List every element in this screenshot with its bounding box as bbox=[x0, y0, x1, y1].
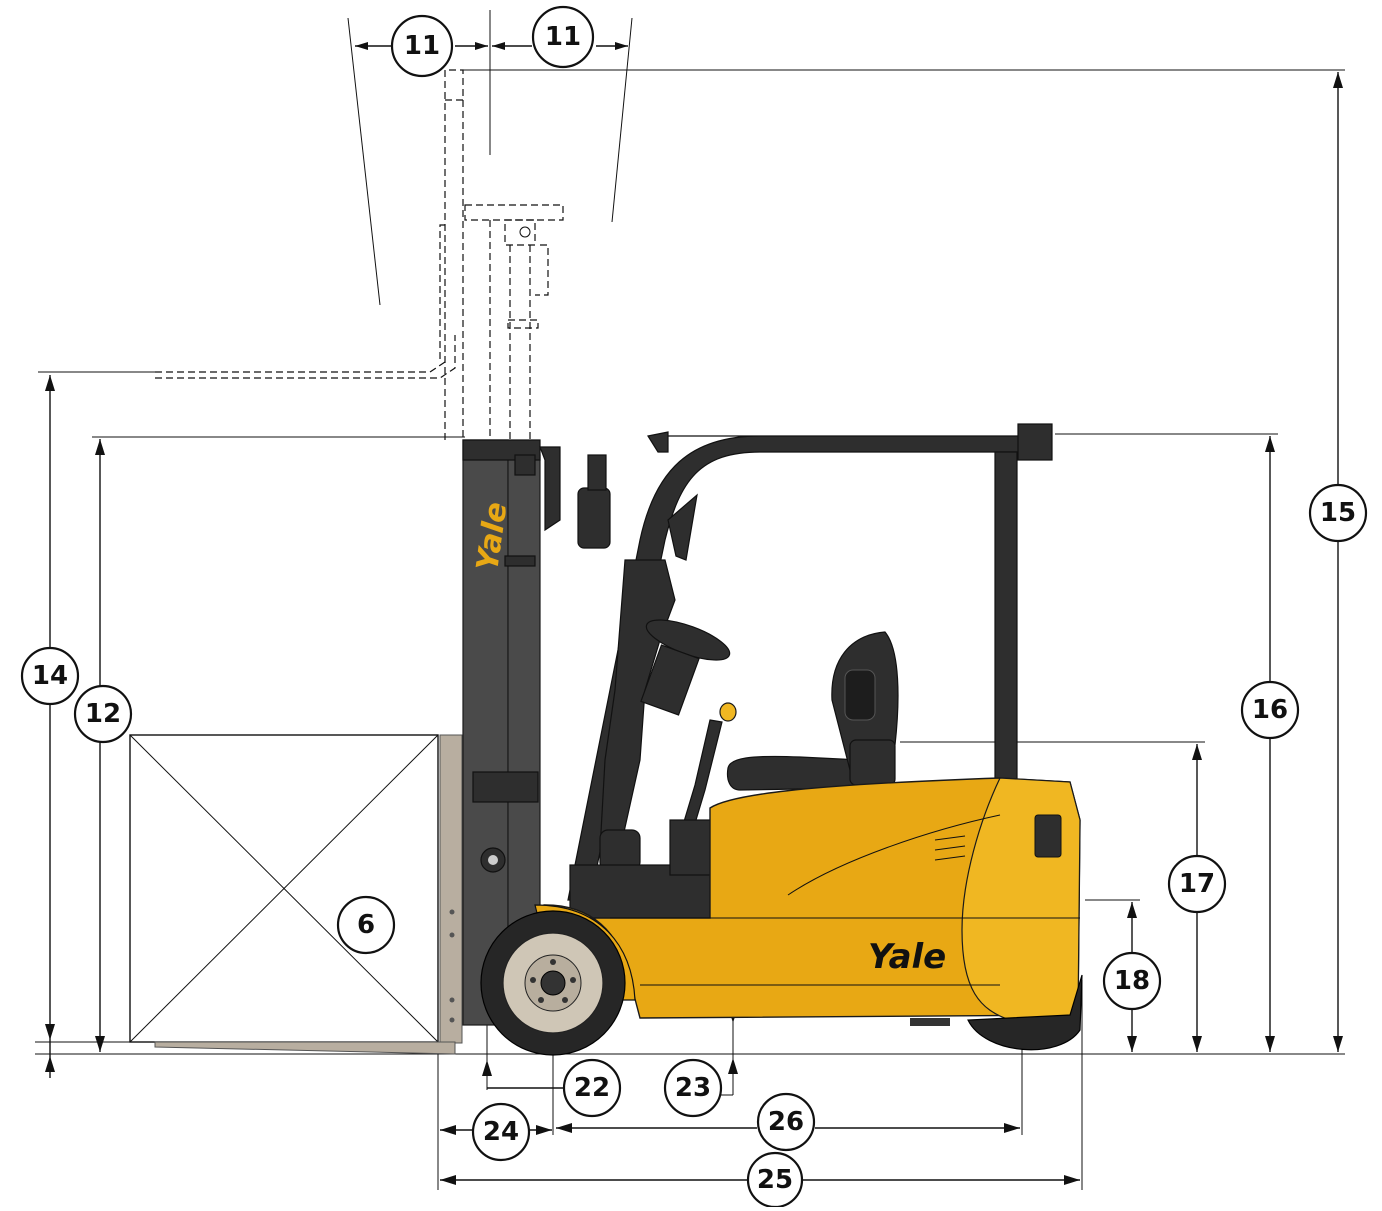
steering-column bbox=[599, 559, 737, 871]
callout-23: 23 bbox=[663, 1058, 723, 1118]
callout-24: 24 bbox=[471, 1102, 531, 1162]
callout-17: 17 bbox=[1167, 854, 1227, 914]
callout-11-right: 11 bbox=[531, 5, 595, 69]
callout-12: 12 bbox=[73, 684, 133, 744]
svg-text:22: 22 bbox=[574, 1073, 610, 1103]
svg-text:11: 11 bbox=[404, 31, 440, 61]
svg-text:18: 18 bbox=[1114, 966, 1150, 996]
callout-25: 25 bbox=[746, 1151, 804, 1209]
callout-14: 14 bbox=[20, 646, 80, 706]
tilt-angle-lines bbox=[347, 10, 633, 306]
rear-wheel bbox=[910, 974, 1083, 1051]
callout-18: 18 bbox=[1102, 951, 1162, 1011]
truck-chassis: Yale bbox=[543, 777, 1081, 1021]
svg-text:26: 26 bbox=[768, 1107, 804, 1137]
callout-11-left: 11 bbox=[390, 14, 454, 78]
svg-text:12: 12 bbox=[85, 699, 121, 729]
svg-text:16: 16 bbox=[1252, 695, 1288, 725]
overhead-guard bbox=[567, 423, 1053, 901]
front-wheel bbox=[480, 904, 636, 1056]
callout-15: 15 bbox=[1308, 483, 1368, 543]
svg-text:14: 14 bbox=[32, 661, 68, 691]
callout-6: 6 bbox=[336, 895, 396, 955]
svg-text:6: 6 bbox=[357, 910, 375, 940]
body-brand-logo: Yale bbox=[868, 937, 946, 977]
svg-text:17: 17 bbox=[1179, 869, 1215, 899]
svg-text:24: 24 bbox=[483, 1117, 519, 1147]
callout-26: 26 bbox=[756, 1092, 816, 1152]
callout-22: 22 bbox=[562, 1058, 622, 1118]
callout-16: 16 bbox=[1240, 680, 1300, 740]
svg-text:25: 25 bbox=[757, 1165, 793, 1195]
svg-text:23: 23 bbox=[675, 1073, 711, 1103]
raised-mast-outline bbox=[155, 69, 564, 440]
svg-text:11: 11 bbox=[545, 22, 581, 52]
svg-text:15: 15 bbox=[1320, 498, 1356, 528]
load-box bbox=[129, 734, 439, 1043]
operator-seat bbox=[726, 631, 899, 791]
fork-carriage bbox=[154, 734, 463, 1055]
